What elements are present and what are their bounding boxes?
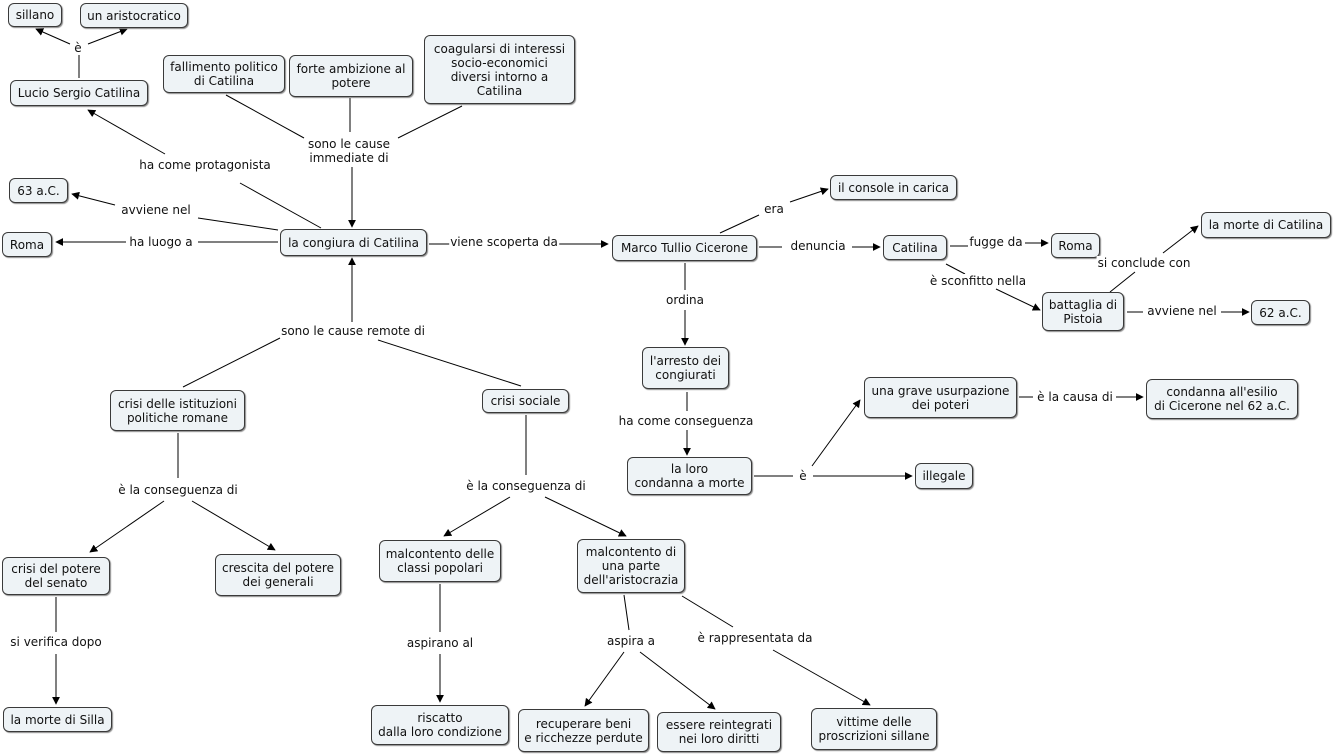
node-riscatto[interactable]: riscatto dalla loro condizione	[371, 705, 509, 745]
connector-e-to-sillano	[35, 28, 71, 45]
connector-protagonista-to-lucio	[87, 109, 166, 155]
link-label-conseguenza-2: è la conseguenza di	[465, 479, 587, 493]
link-label-rappresentata: è rappresentata da	[696, 631, 814, 645]
connector-aristocrazia-to-aspira	[623, 594, 630, 631]
link-label-scoperta: viene scoperta da	[449, 235, 559, 249]
link-label-avviene-nel-2: avviene nel	[1146, 304, 1218, 318]
node-crisi-potere-senato[interactable]: crisi del potere del senato	[2, 557, 110, 595]
node-battaglia-di-pistoia[interactable]: battaglia di Pistoia	[1042, 292, 1124, 331]
node-recuperare-beni[interactable]: recuperare beni e ricchezze perdute	[518, 709, 649, 752]
link-label-cause-immediate: sono le cause immediate di	[306, 137, 392, 165]
link-label-si-conclude: si conclude con	[1096, 256, 1192, 270]
node-63-ac[interactable]: 63 a.C.	[9, 178, 68, 203]
connector-congiura-to-avviene	[197, 217, 279, 231]
link-label-cause-remote: sono le cause remote di	[280, 324, 426, 338]
node-condanna-esilio[interactable]: condanna all'esilio di Cicerone nel 62 a…	[1146, 379, 1298, 419]
node-congiura-di-catilina[interactable]: la congiura di Catilina	[280, 229, 427, 256]
node-essere-reintegrati[interactable]: essere reintegrati nei loro diritti	[657, 712, 781, 752]
connector-conseguenza-to-senato	[89, 500, 165, 553]
link-label-avviene-nel-1: avviene nel	[120, 203, 192, 217]
connector-fallimento-to-cause	[225, 94, 305, 139]
link-label-aspirano: aspirano al	[405, 636, 475, 650]
link-label-ordina: ordina	[665, 293, 705, 307]
connector-cicerone-to-era	[719, 214, 760, 234]
link-label-conseguenza-arresto: ha come conseguenza	[617, 414, 755, 428]
connector-aspira-to-reintegrati	[639, 651, 716, 710]
connector-aspira-to-recuperare	[584, 651, 625, 707]
link-label-verifica: si verifica dopo	[9, 635, 103, 649]
node-marco-tullio-cicerone[interactable]: Marco Tullio Cicerone	[612, 235, 757, 261]
node-malcontento-aristocrazia[interactable]: malcontento di una parte dell'aristocraz…	[577, 539, 685, 593]
link-label-aspira: aspira a	[605, 634, 657, 648]
node-vittime-proscrizioni[interactable]: vittime delle proscrizioni sillane	[811, 708, 937, 750]
node-grave-usurpazione[interactable]: una grave usurpazione dei poteri	[864, 377, 1017, 418]
connector-conseguenza-to-aristocrazia	[544, 496, 627, 537]
connector-era-to-console	[789, 187, 829, 203]
connector-e-to-aristocratico	[87, 27, 128, 45]
connector-coagularsi-to-cause	[397, 105, 463, 139]
node-crisi-istituzioni[interactable]: crisi delle istituzioni politiche romane	[110, 390, 245, 431]
node-morte-di-catilina[interactable]: la morte di Catilina	[1201, 212, 1331, 238]
node-crescita-potere-generali[interactable]: crescita del potere dei generali	[215, 554, 341, 596]
connector-congiura-to-protagonista	[239, 182, 322, 229]
node-forte-ambizione[interactable]: forte ambizione al potere	[289, 55, 413, 97]
node-roma-fuga[interactable]: Roma	[1051, 233, 1100, 258]
link-label-denuncia: denuncia	[789, 239, 847, 253]
node-arresto-congiurati[interactable]: l'arresto dei congiurati	[642, 347, 729, 389]
node-lucio-sergio-catilina[interactable]: Lucio Sergio Catilina	[10, 80, 148, 106]
connector-conseguenza-to-crescita	[191, 500, 276, 551]
connector-sconfitto-to-battaglia	[995, 288, 1041, 311]
node-malcontento-popolari[interactable]: malcontento delle classi popolari	[379, 540, 501, 582]
connector-battaglia-to-conclude	[1109, 271, 1136, 293]
node-sillano[interactable]: sillano	[8, 3, 62, 27]
link-label-conseguenza-1: è la conseguenza di	[117, 483, 239, 497]
node-fallimento-politico[interactable]: fallimento politico di Catilina	[163, 55, 285, 93]
connector-istituzioni-to-remote	[182, 337, 281, 388]
node-roma-luogo[interactable]: Roma	[2, 232, 52, 257]
node-illegale[interactable]: illegale	[915, 463, 973, 489]
link-label-causa-di: è la causa di	[1036, 390, 1114, 404]
link-label-fugge: fugge da	[968, 235, 1024, 249]
node-console-in-carica[interactable]: il console in carica	[830, 175, 957, 200]
connector-rappresentata-to-vittime	[772, 649, 871, 706]
node-62-ac[interactable]: 62 a.C.	[1251, 300, 1310, 325]
link-label-protagonista: ha come protagonista	[138, 158, 272, 172]
link-label-e-mid: è	[798, 469, 808, 483]
connector-avviene-to-63	[71, 191, 116, 206]
node-morte-di-silla[interactable]: la morte di Silla	[3, 707, 112, 732]
node-coagularsi-interessi[interactable]: coagularsi di interessi socio-economici …	[424, 35, 575, 104]
link-label-e-top: è	[73, 41, 83, 55]
connector-e-to-usurpazione	[811, 399, 861, 467]
node-aristocratico[interactable]: un aristocratico	[80, 3, 188, 28]
connector-catilina-to-sconfitto	[945, 263, 966, 275]
connector-conclude-to-morte	[1162, 225, 1199, 254]
node-condanna-a-morte[interactable]: la loro condanna a morte	[627, 457, 752, 495]
link-label-era: era	[763, 202, 785, 216]
connector-conseguenza-to-popolari	[443, 496, 511, 537]
link-label-sconfitto: è sconfitto nella	[928, 274, 1028, 288]
connector-aristocrazia-to-rappresentata	[681, 595, 734, 628]
node-crisi-sociale[interactable]: crisi sociale	[482, 389, 569, 413]
connector-sociale-to-remote	[377, 339, 522, 387]
link-label-ha-luogo: ha luogo a	[128, 235, 194, 249]
node-catilina[interactable]: Catilina	[883, 235, 947, 260]
